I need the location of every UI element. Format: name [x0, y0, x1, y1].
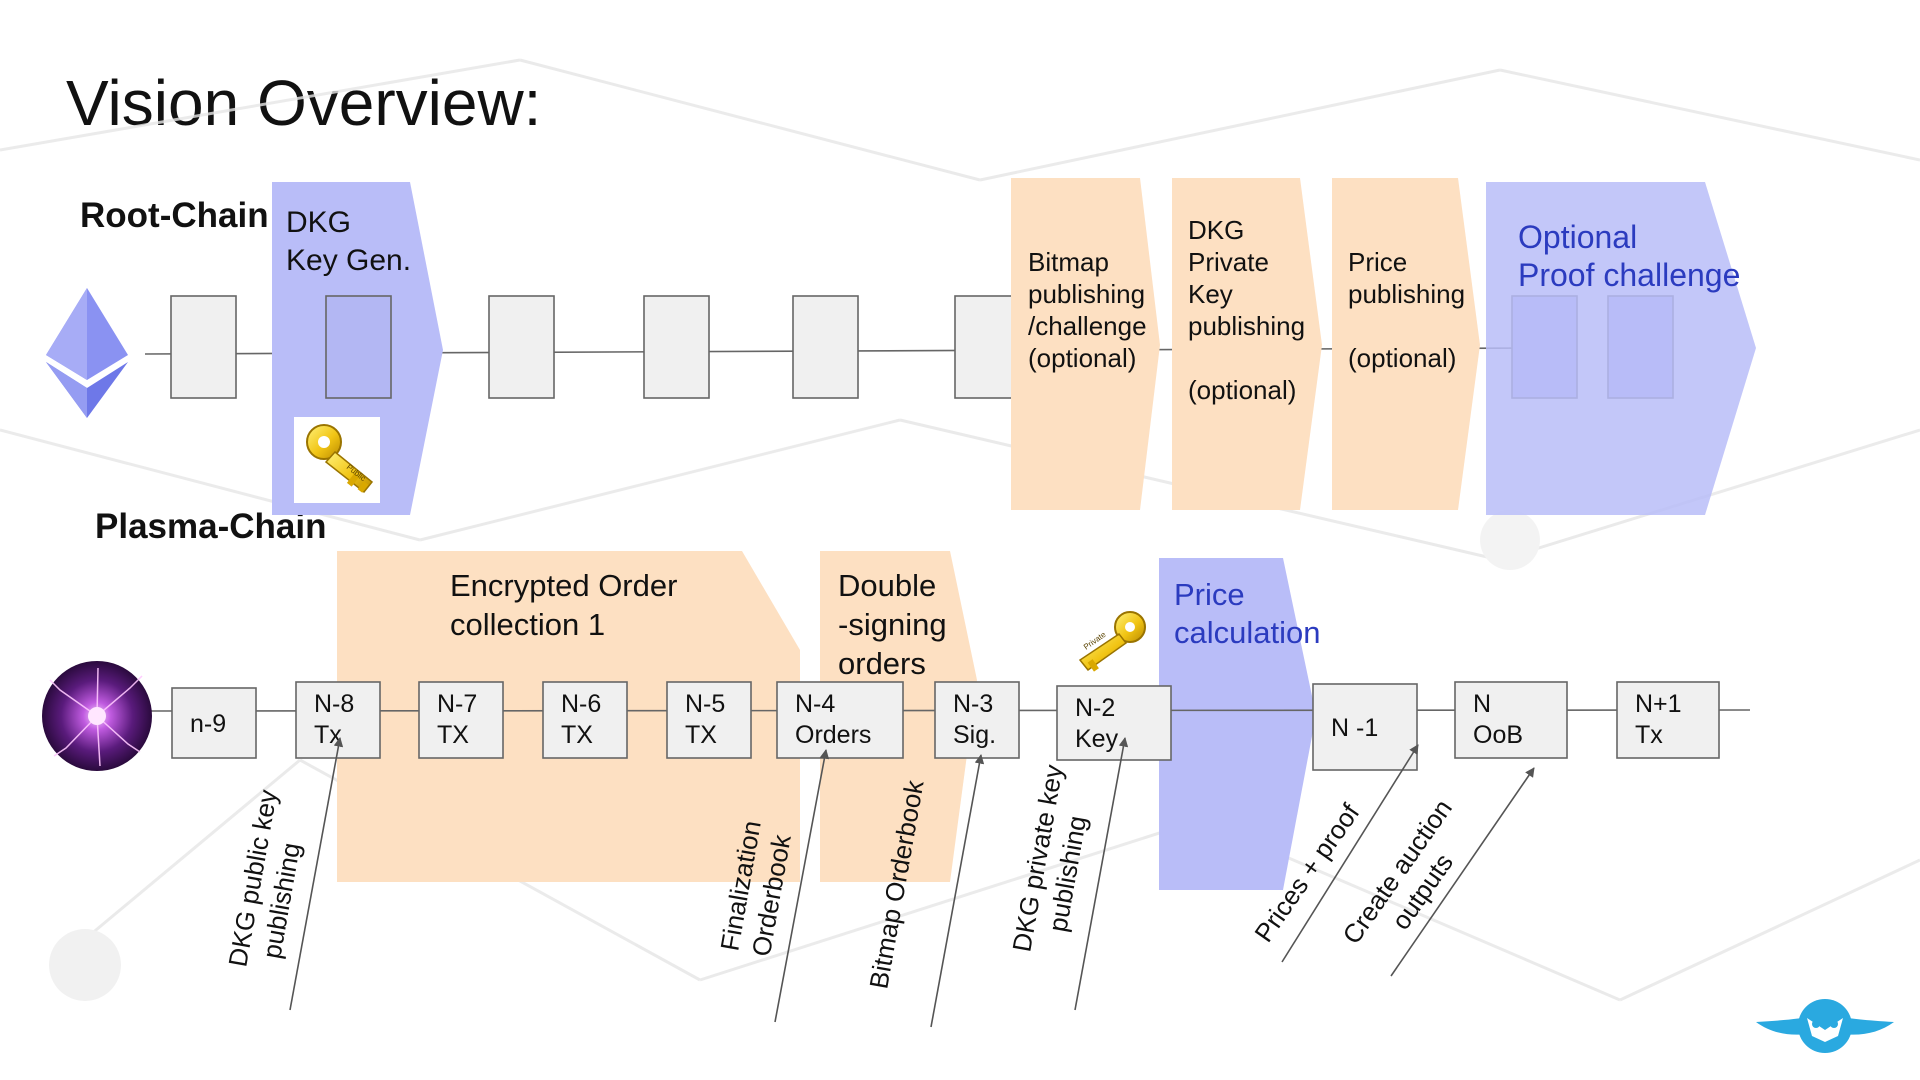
plasma-block-box — [1616, 681, 1720, 759]
plasma-block-label: N -1 — [1331, 714, 1378, 742]
plasma-ball-icon — [42, 661, 152, 771]
owl-wings-logo-icon — [1756, 999, 1894, 1053]
bitmap-publishing-text: Bitmap publishing /challenge (optional) — [1028, 247, 1154, 373]
annotation-arrow — [1074, 737, 1129, 1011]
plasma-block-box — [1454, 681, 1568, 759]
dkg-private-key-phase — [1172, 178, 1322, 510]
plasma-block-label: n-9 — [190, 710, 226, 738]
price-publishing-phase — [1332, 178, 1480, 510]
plasma-block-box — [542, 681, 628, 759]
price-calculation-text: Price calculation — [1174, 577, 1320, 650]
plasma-chain: Encrypted Order collection 1 Double -sig… — [42, 551, 1751, 1028]
annotation-arrow — [930, 754, 985, 1028]
double-signing-text: Double -signing orders — [838, 568, 955, 681]
plasma-block: N -1 — [1312, 683, 1418, 771]
plasma-block-box — [1312, 683, 1418, 771]
plasma-block-box — [666, 681, 752, 759]
price-publishing-text: Price publishing (optional) — [1348, 247, 1472, 373]
golden-key-icon: Private — [1060, 610, 1146, 685]
root-block — [792, 295, 859, 399]
plasma-block-box — [171, 687, 257, 759]
dkg-private-key-text: DKG Private Key publishing (optional) — [1188, 215, 1312, 405]
price-calculation-phase — [1159, 558, 1316, 890]
root-block — [325, 295, 392, 399]
ethereum-diamond-icon — [46, 288, 128, 418]
root-block — [643, 295, 710, 399]
root-block — [170, 295, 237, 399]
plasma-block-box — [418, 681, 504, 759]
annotation-arrow — [1390, 767, 1535, 977]
root-chain: DKG Key Gen. Bitmap publishing /challeng… — [46, 178, 1756, 515]
root-block — [954, 295, 1021, 399]
encrypted-order-text: Encrypted Order collection 1 — [450, 568, 686, 642]
annotation-arrow — [1281, 744, 1419, 963]
plasma-block-box — [934, 681, 1020, 759]
page-title: Vision Overview: — [66, 67, 542, 139]
root-chain-label: Root-Chain — [80, 196, 269, 235]
plasma-block-box — [1056, 685, 1172, 761]
dkg-keygen-text: DKG Key Gen. — [286, 206, 411, 277]
golden-key-icon: Public — [294, 417, 380, 503]
plasma-block-box — [776, 681, 904, 759]
bitmap-publishing-phase — [1011, 178, 1160, 510]
optional-proof-phase — [1486, 182, 1756, 515]
annotation-arrow — [289, 737, 344, 1011]
optional-proof-text: Optional Proof challenge — [1518, 219, 1740, 293]
plasma-block: n-9 — [171, 687, 257, 759]
annotation-arrow — [774, 749, 830, 1023]
background-network — [0, 58, 1920, 1002]
root-block — [488, 295, 555, 399]
